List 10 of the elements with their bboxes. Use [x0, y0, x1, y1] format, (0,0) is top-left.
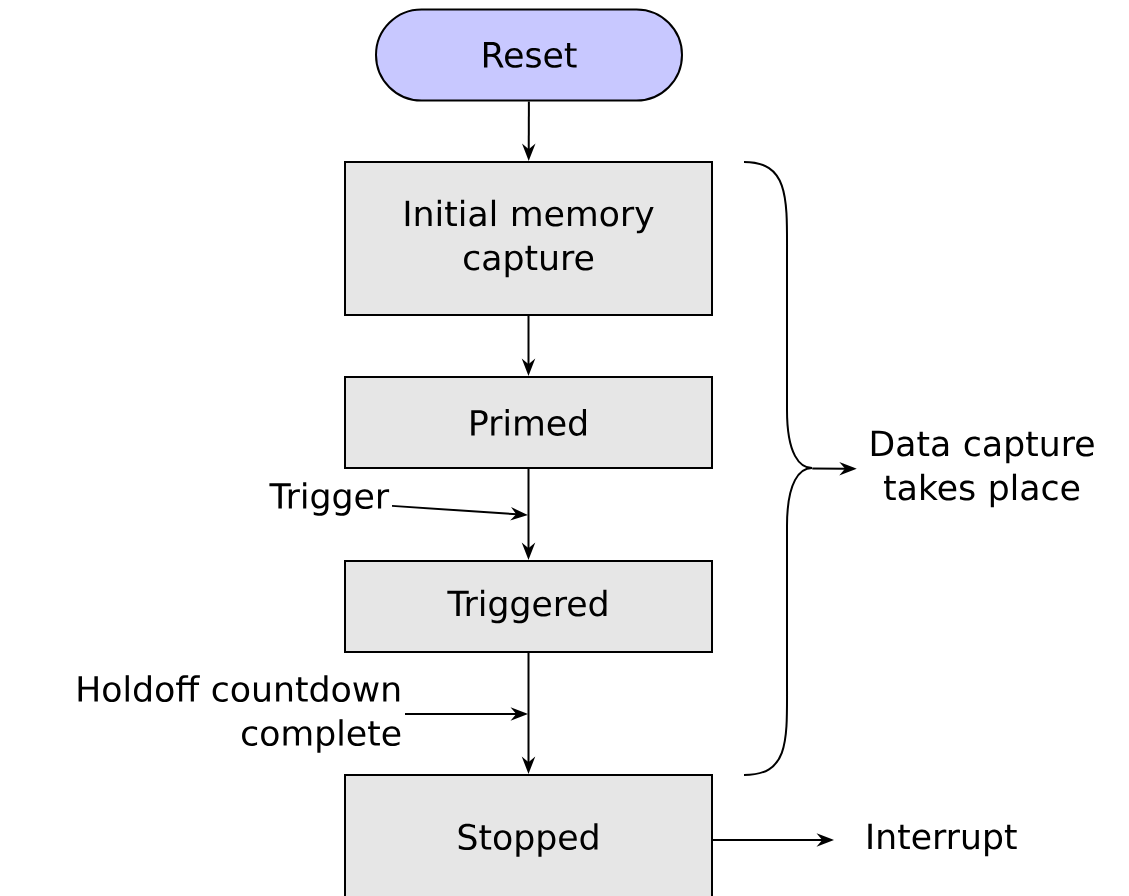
- event-label: Holdoff countdown complete: [78, 675, 401, 753]
- curly-brace: [743, 161, 813, 776]
- process-box: Initial memory capture: [344, 161, 713, 316]
- output-label: Interrupt: [868, 823, 1017, 857]
- event-label: Trigger: [269, 482, 390, 516]
- process-box: Primed: [344, 376, 713, 469]
- start-terminal: Reset: [375, 8, 683, 102]
- note-label: Data capture takes place: [871, 430, 1094, 508]
- process-box: Triggered: [344, 560, 713, 653]
- process-box: Stopped: [344, 774, 713, 896]
